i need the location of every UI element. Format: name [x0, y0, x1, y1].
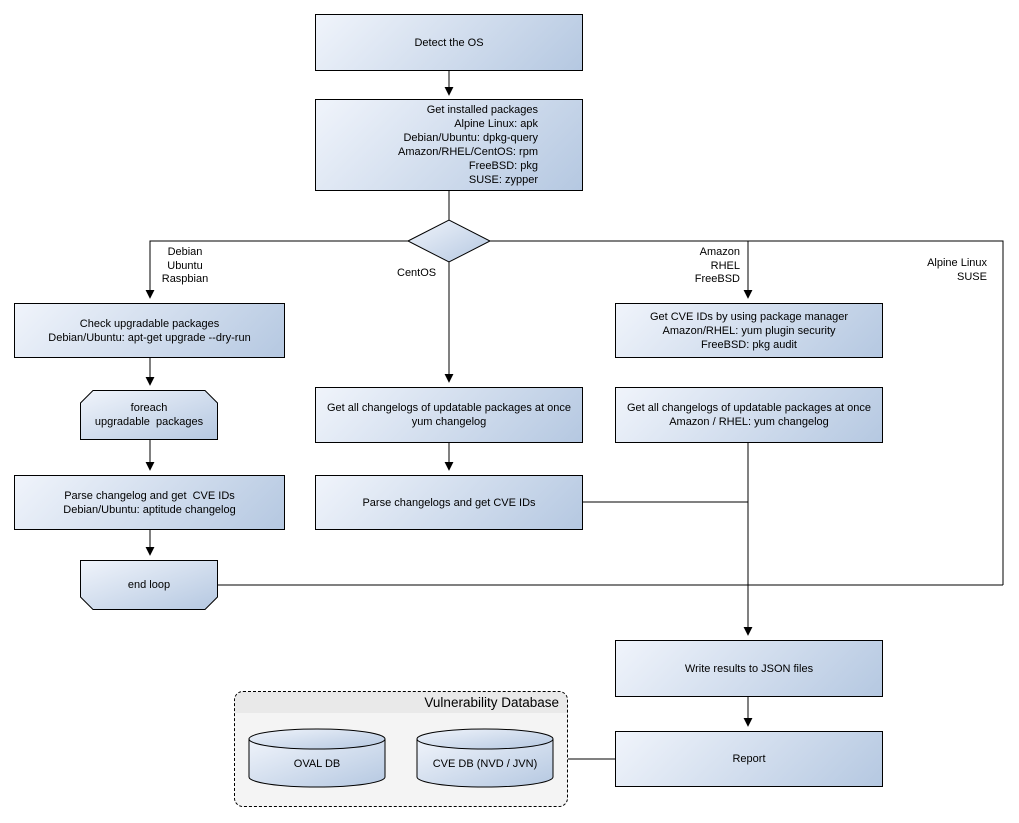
- database-cylinder-shape: [248, 728, 386, 788]
- decision-diamond: [406, 219, 492, 263]
- node-end-loop-label: end loop: [127, 579, 171, 591]
- node-get-cve-ids-pkg-mgr: Get CVE IDs by using package manager Ama…: [615, 303, 883, 358]
- node-cve-db-label: CVE DB (NVD / JVN): [432, 757, 538, 770]
- node-foreach-loop-label: foreach upgradable packages: [94, 402, 204, 428]
- loop-start-shape: [80, 390, 218, 440]
- node-parse-changelog-deb: Parse changelog and get CVE IDs Debian/U…: [14, 475, 285, 530]
- node-get-installed-packages: Get installed packages Alpine Linux: apk…: [315, 99, 583, 191]
- node-report-label: Report: [732, 753, 766, 765]
- database-cylinder-shape: [416, 728, 554, 788]
- edge-decision-alpine-suse: [490, 240, 1004, 585]
- node-get-changelogs-amazon-label: Get all changelogs of updatable packages…: [626, 402, 871, 428]
- edge-decision-to-check-upgradable: [145, 240, 408, 299]
- vulnerability-database-header: Vulnerability Database: [235, 692, 567, 713]
- node-report: Report: [615, 731, 883, 787]
- node-get-cve-ids-pkg-mgr-label: Get CVE IDs by using package manager Ama…: [649, 310, 849, 351]
- node-parse-changelog-deb-label: Parse changelog and get CVE IDs Debian/U…: [63, 489, 236, 516]
- node-parse-changelogs-centos: Parse changelogs and get CVE IDs: [315, 475, 583, 530]
- node-write-json-label: Write results to JSON files: [684, 662, 814, 675]
- node-write-json: Write results to JSON files: [615, 640, 883, 697]
- node-end-loop: end loop: [80, 560, 218, 610]
- vulnerability-database-title: Vulnerability Database: [424, 695, 559, 710]
- branch-label-amazon: Amazon RHEL FreeBSD: [694, 246, 740, 285]
- node-oval-db-label: OVAL DB: [293, 757, 341, 770]
- node-oval-db: OVAL DB: [248, 728, 386, 789]
- node-check-upgradable-label: Check upgradable packages Debian/Ubuntu:…: [48, 317, 251, 344]
- node-parse-changelogs-centos-label: Parse changelogs and get CVE IDs: [362, 496, 536, 509]
- node-cve-db: CVE DB (NVD / JVN): [416, 728, 554, 789]
- node-detect-os: Detect the OS: [315, 14, 583, 71]
- branch-label-debian: Debian Ubuntu Raspbian: [161, 246, 209, 285]
- branch-label-centos: CentOS: [397, 267, 437, 279]
- node-get-changelogs-centos-label: Get all changelogs of updatable packages…: [326, 402, 571, 428]
- node-get-installed-packages-label: Get installed packages Alpine Linux: apk…: [398, 104, 538, 186]
- node-get-changelogs-amazon: Get all changelogs of updatable packages…: [615, 387, 883, 443]
- branch-label-alpine: Alpine Linux SUSE: [927, 257, 987, 283]
- loop-end-shape: [80, 560, 218, 610]
- node-check-upgradable: Check upgradable packages Debian/Ubuntu:…: [14, 303, 285, 358]
- node-detect-os-label: Detect the OS: [414, 36, 484, 49]
- node-foreach-loop: foreach upgradable packages: [80, 390, 218, 440]
- node-get-changelogs-centos: Get all changelogs of updatable packages…: [315, 387, 583, 443]
